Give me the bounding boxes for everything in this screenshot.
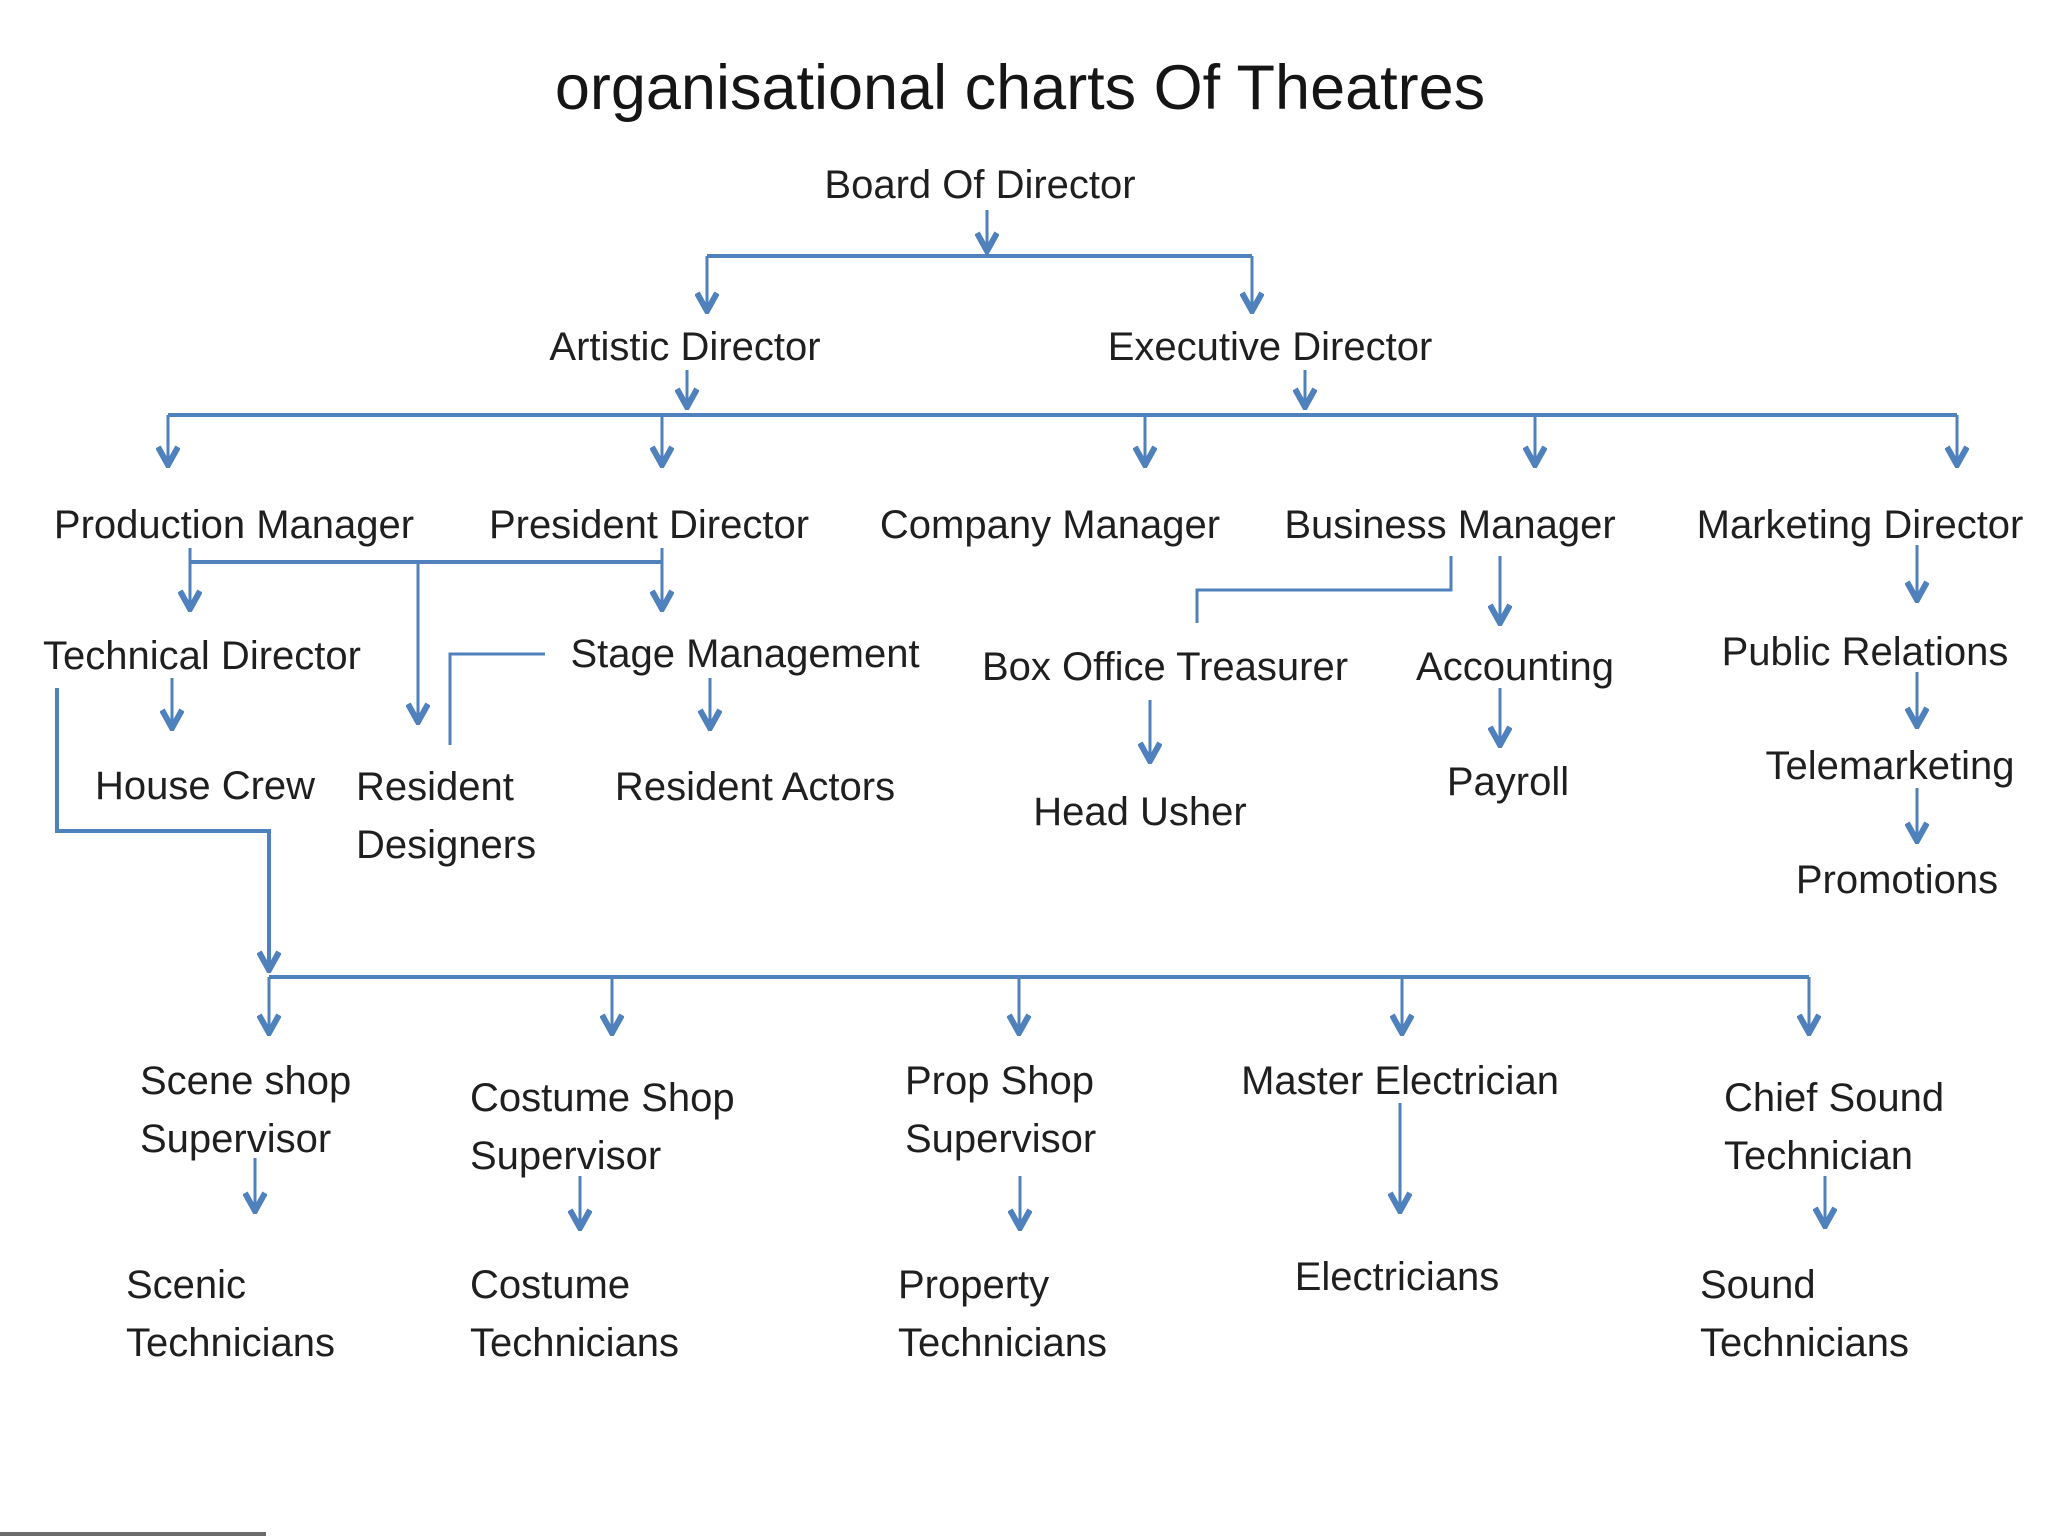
node-executive-director: Executive Director: [1107, 325, 1433, 369]
connector-stage-left-stub: [448, 652, 545, 745]
bottom-edge-line: [0, 1532, 266, 1536]
node-resident-actors: Resident Actors: [614, 765, 896, 809]
node-marketing-director: Marketing Director: [1696, 503, 2024, 547]
connector-technical-long-elbow: [55, 688, 269, 970]
node-president-director: President Director: [488, 503, 810, 547]
node-box-office-treasurer: Box Office Treasurer: [981, 645, 1349, 689]
node-chief-sound-technician: Chief Sound Technician: [1724, 1076, 1945, 1178]
page-title: organisational charts Of Theatres: [554, 53, 1486, 123]
node-payroll: Payroll: [1446, 760, 1570, 804]
node-scene-shop-supervisor: Scene shop Supervisor: [140, 1059, 352, 1161]
node-house-crew: House Crew: [94, 764, 316, 808]
node-company-manager: Company Manager: [879, 503, 1221, 547]
node-prop-shop-supervisor: Prop Shop Supervisor: [905, 1059, 1097, 1161]
node-accounting: Accounting: [1416, 645, 1614, 689]
node-artistic-director: Artistic Director: [549, 325, 821, 369]
node-scenic-technicians: Scenic Technicians: [126, 1263, 336, 1365]
node-property-technicians: Property Technicians: [898, 1263, 1108, 1365]
node-head-usher: Head Usher: [1033, 790, 1247, 834]
node-promotions: Promotions: [1795, 858, 1999, 902]
node-telemarketing: Telemarketing: [1765, 744, 2015, 788]
node-costume-shop-supervisor: Costume Shop Supervisor: [470, 1076, 735, 1178]
node-production-manager: Production Manager: [53, 503, 415, 547]
node-resident-designers: Resident Designers: [356, 765, 537, 867]
node-costume-technicians: Costume Technicians: [470, 1263, 680, 1365]
connector-business-elbow-boxoffice: [1195, 556, 1453, 623]
node-master-electrician: Master Electrician: [1241, 1059, 1559, 1103]
node-technical-director: Technical Director: [43, 634, 361, 678]
node-sound-technicians: Sound Technicians: [1700, 1263, 1910, 1365]
node-board-of-director: Board Of Director: [824, 163, 1136, 207]
node-electricians: Electricians: [1294, 1255, 1500, 1299]
node-business-manager: Business Manager: [1284, 503, 1616, 547]
node-public-relations: Public Relations: [1721, 630, 2009, 674]
node-stage-management: Stage Management: [570, 632, 920, 676]
